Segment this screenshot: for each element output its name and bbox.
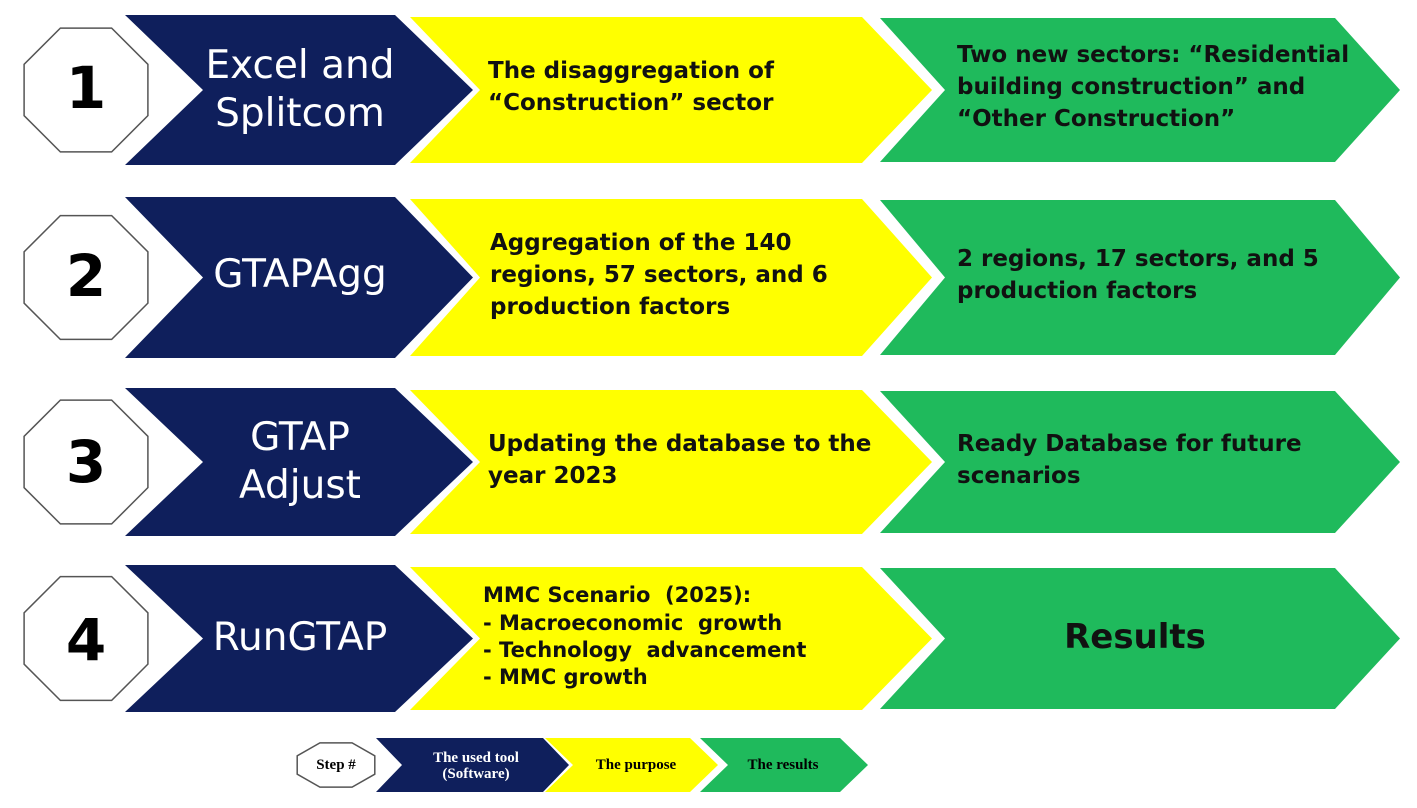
purpose-line: year 2023 xyxy=(488,463,618,489)
result-label-1: Two new sectors: “Residential building c… xyxy=(957,22,1350,152)
tool-chevron-3 xyxy=(125,388,473,536)
step-octagon-3 xyxy=(23,399,149,525)
result-chevron-2 xyxy=(880,200,1400,355)
tool-label-2: GTAPAgg xyxy=(185,205,415,345)
tool-label-4: RunGTAP xyxy=(185,568,415,708)
legend-tool-chevron xyxy=(376,738,569,792)
result-line: Ready Database for future xyxy=(957,430,1302,457)
purpose-line: production factors xyxy=(490,294,731,321)
tool-line: Excel and xyxy=(205,43,395,89)
tool-label-1: Excel and Splitcom xyxy=(185,20,415,160)
purpose-line: - MMC growth xyxy=(483,665,648,690)
legend-result-chevron xyxy=(700,738,868,792)
purpose-chevron-1 xyxy=(410,17,932,163)
result-label-2: 2 regions, 17 sectors, and 5 production … xyxy=(957,210,1347,340)
purpose-line: Updating the database to the xyxy=(488,430,872,457)
purpose-label-3: Updating the database to the year 2023 xyxy=(488,395,878,525)
purpose-label-2: Aggregation of the 140 regions, 57 secto… xyxy=(490,210,880,340)
result-chevron-4 xyxy=(880,568,1400,709)
legend-tool-label: The used tool (Software) xyxy=(392,744,560,788)
result-label-3: Ready Database for future scenarios xyxy=(957,395,1347,525)
result-chevron-3 xyxy=(880,391,1400,533)
tool-chevron-1 xyxy=(125,15,473,165)
tool-line: GTAP xyxy=(250,415,350,461)
step-number-2: 2 xyxy=(65,242,107,310)
purpose-line: The disaggregation of xyxy=(488,57,774,84)
result-line: Two new sectors: “Residential xyxy=(957,41,1350,68)
tool-chevron-4 xyxy=(125,565,473,712)
tool-line: Splitcom xyxy=(215,91,385,136)
purpose-chevron-3 xyxy=(410,390,932,534)
tool-line: Adjust xyxy=(239,463,361,508)
result-line: 2 regions, 17 sectors, and 5 xyxy=(957,245,1319,272)
purpose-chevron-4 xyxy=(410,567,932,710)
step-number-4: 4 xyxy=(65,606,107,674)
result-line: scenarios xyxy=(957,463,1081,489)
step-octagon-2 xyxy=(23,214,149,341)
purpose-label-4: MMC Scenario (2025): - Macroeconomic gro… xyxy=(483,560,883,714)
tool-label-3: GTAP Adjust xyxy=(185,392,415,532)
step-octagon-1 xyxy=(23,27,149,153)
result-line: building construction” and xyxy=(957,73,1306,100)
purpose-label-1: The disaggregation of “Construction” sec… xyxy=(488,22,878,152)
tool-chevron-2 xyxy=(125,197,473,358)
step-octagon-4 xyxy=(23,575,149,702)
result-line: Results xyxy=(1064,617,1206,658)
step-number-1: 1 xyxy=(65,54,107,122)
legend-step-label: Step # xyxy=(316,756,356,773)
purpose-line: - Technology advancement xyxy=(483,638,807,662)
legend-tool-line: (Software) xyxy=(442,766,510,782)
legend-purpose-label: The purpose xyxy=(595,756,677,773)
purpose-line: MMC Scenario (2025): xyxy=(483,583,752,608)
result-line: production factors xyxy=(957,278,1198,304)
tool-line: GTAPAgg xyxy=(213,252,387,298)
legend-step-octagon xyxy=(296,742,376,788)
tool-line: RunGTAP xyxy=(212,615,388,661)
result-chevron-1 xyxy=(880,18,1400,162)
legend-tool-line: The used tool xyxy=(433,749,519,766)
step-number-3: 3 xyxy=(65,428,107,496)
purpose-chevron-2 xyxy=(410,199,932,356)
purpose-line: “Construction” sector xyxy=(488,90,774,116)
purpose-line: Aggregation of the 140 xyxy=(490,229,792,256)
result-label-4: Results xyxy=(960,570,1310,706)
purpose-line: - Macroeconomic growth xyxy=(483,610,783,635)
result-line: “Other Construction” xyxy=(957,106,1236,133)
legend-purpose-chevron xyxy=(545,738,718,792)
legend-result-label: The results xyxy=(747,756,819,773)
purpose-line: regions, 57 sectors, and 6 xyxy=(490,261,828,288)
